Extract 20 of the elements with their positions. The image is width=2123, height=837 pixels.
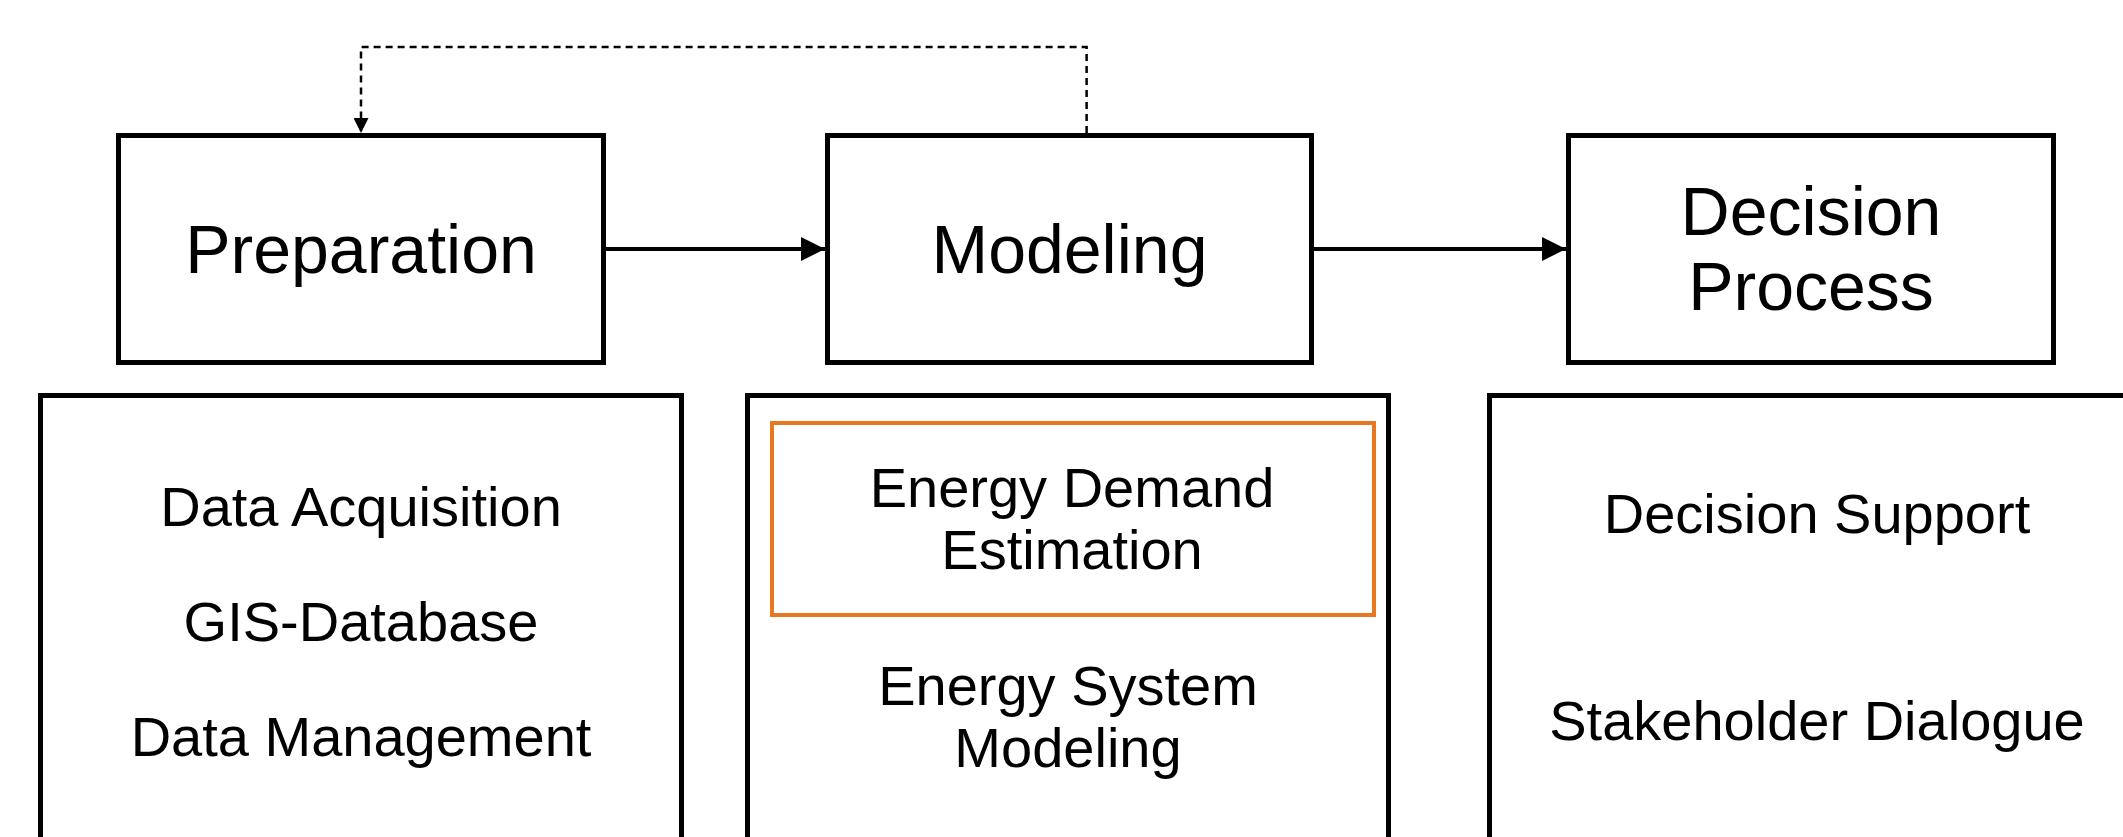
task-panel (38, 393, 684, 837)
node-label: Stakeholder Dialogue (1548, 690, 2086, 752)
task-panel (1487, 393, 2123, 837)
process-box (116, 133, 606, 365)
node-label: Preparation (184, 211, 538, 287)
node-label: Decision Process (1679, 174, 1943, 324)
highlight-box (770, 421, 1376, 617)
arrow (353, 45, 1088, 133)
node-label: Modeling (930, 211, 1209, 287)
process-box (825, 133, 1314, 365)
node-label: Energy System Modeling (877, 655, 1259, 779)
node-label: Data Acquisition (159, 476, 563, 538)
node-label: GIS-Database (182, 591, 540, 653)
task-panel (745, 393, 1391, 837)
process-box (1566, 133, 2056, 365)
node-label: Energy Demand Estimation (868, 457, 1276, 581)
arrow (1314, 237, 1566, 261)
node-label: Data Management (129, 706, 593, 768)
arrow (606, 237, 825, 261)
node-label: Decision Support (1602, 483, 2032, 545)
